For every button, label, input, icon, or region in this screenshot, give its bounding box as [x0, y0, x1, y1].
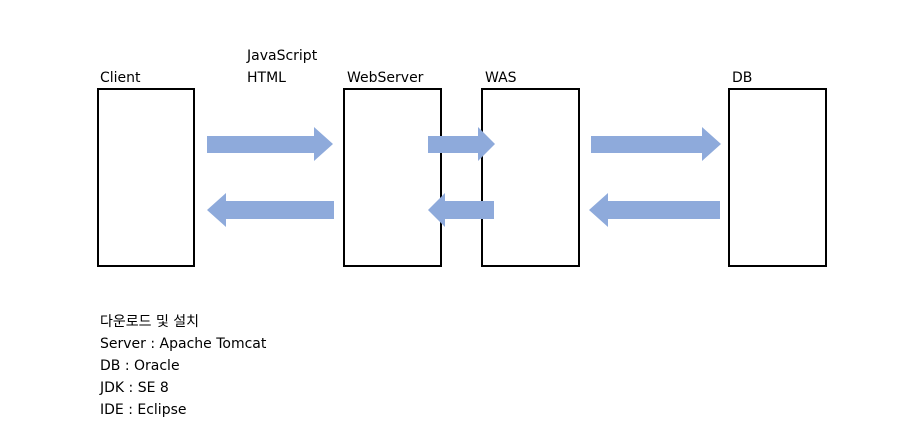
tech-label-javascript: JavaScript	[247, 48, 318, 64]
webserver-label: WebServer	[347, 70, 424, 86]
was-box	[481, 88, 580, 267]
note-db: DB : Oracle	[100, 358, 180, 374]
db-label: DB	[732, 70, 753, 86]
tech-label-html: HTML	[247, 70, 286, 86]
client-box	[97, 88, 195, 267]
was-label: WAS	[485, 70, 517, 86]
arrow-db-to-was	[589, 193, 720, 227]
arrow-was-to-webserver	[428, 193, 494, 227]
notes-heading: 다운로드 및 설치	[100, 314, 200, 330]
install-notes: 다운로드 및 설치 Server : Apache Tomcat DB : Or…	[100, 311, 266, 421]
note-jdk: JDK : SE 8	[100, 380, 169, 396]
note-ide: IDE : Eclipse	[100, 402, 187, 418]
note-server: Server : Apache Tomcat	[100, 336, 267, 352]
arrow-was-to-db	[591, 127, 721, 161]
db-box	[728, 88, 827, 267]
client-label: Client	[100, 70, 141, 86]
arrow-webserver-to-was	[428, 127, 495, 161]
webserver-box	[343, 88, 442, 267]
arrow-webserver-to-client	[207, 193, 334, 227]
arrow-client-to-webserver	[207, 127, 333, 161]
